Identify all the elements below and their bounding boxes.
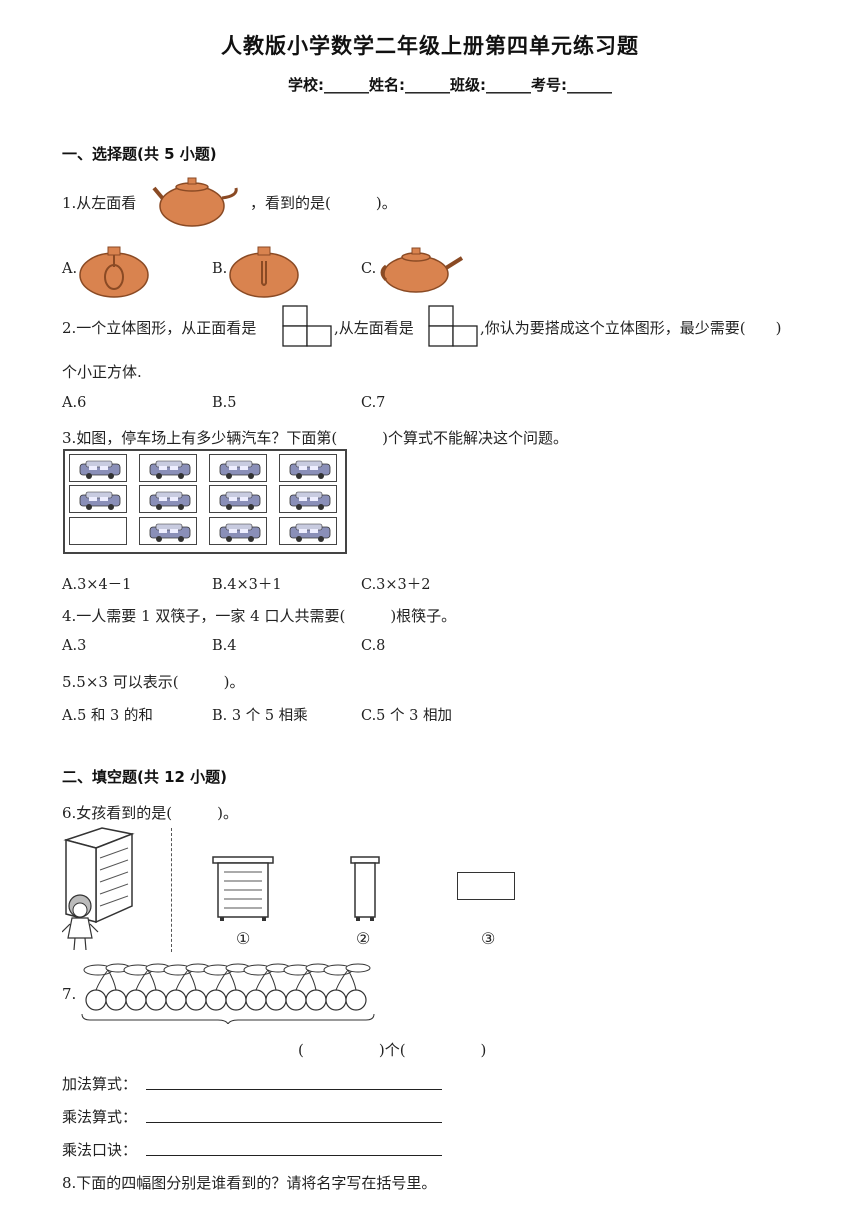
view-option-1-figure	[212, 856, 276, 926]
q5-option-a: A.5 和 3 的和	[62, 708, 153, 724]
car-icon	[218, 523, 262, 547]
car-icon	[218, 460, 262, 484]
question-2-part-d: 个小正方体.	[62, 363, 142, 381]
teapot-option-a-icon	[78, 243, 150, 303]
cherry-pair-icon	[123, 963, 171, 1011]
cherry-pair-icon	[163, 963, 211, 1011]
parking-space	[209, 485, 267, 513]
view-option-3-label: ③	[481, 929, 496, 948]
cherry-pair-icon	[83, 963, 131, 1011]
question-2-part-b: ,从左面看是	[334, 319, 414, 337]
parking-space	[279, 485, 337, 513]
question-6-text: 6.女孩看到的是( )。	[62, 804, 239, 822]
q1-option-b-label: B.	[212, 261, 228, 277]
q3-option-c: C.3×3＋2	[361, 577, 431, 593]
question-4-text: 4.一人需要 1 双筷子，一家 4 口人共需要( )根筷子。	[62, 607, 457, 625]
car-icon	[288, 491, 332, 515]
addition-answer-line[interactable]	[146, 1089, 442, 1090]
parking-space	[69, 454, 127, 482]
car-icon	[148, 491, 192, 515]
rhyme-label: 乘法口诀：	[62, 1141, 138, 1159]
car-icon	[78, 460, 122, 484]
section-fill-heading: 二、填空题(共 12 小题)	[62, 768, 228, 786]
section-choice-heading: 一、选择题(共 5 小题)	[62, 145, 217, 163]
q1-option-a-label: A.	[62, 261, 78, 277]
addition-label: 加法算式：	[62, 1075, 138, 1093]
parking-space	[139, 454, 197, 482]
q2-option-b: B.5	[212, 395, 237, 411]
multiplication-answer-line[interactable]	[146, 1122, 442, 1123]
parking-space	[209, 454, 267, 482]
parking-space	[209, 517, 267, 545]
car-icon	[148, 460, 192, 484]
view-option-2-figure	[350, 856, 380, 926]
view-option-3-figure	[457, 872, 515, 900]
q4-option-b: B.4	[212, 638, 237, 654]
parking-space	[279, 517, 337, 545]
view-option-1-label: ①	[236, 929, 251, 948]
car-icon	[288, 523, 332, 547]
parking-space	[139, 485, 197, 513]
question-7-blank: ( )个( )	[298, 1041, 487, 1059]
question-3-text: 3.如图，停车场上有多少辆汽车？下面第( )个算式不能解决这个问题。	[62, 429, 569, 447]
q1-option-c-label: C.	[361, 261, 377, 277]
cherry-pair-icon	[283, 963, 331, 1011]
cherry-pair-icon	[323, 963, 371, 1011]
q5-option-c: C.5 个 3 相加	[361, 708, 452, 724]
car-icon	[148, 523, 192, 547]
cherry-pair-icon	[203, 963, 251, 1011]
q4-option-a: A.3	[62, 638, 87, 654]
question-7-number: 7.	[62, 985, 77, 1003]
question-2-part-c: ,你认为要搭成这个立体图形，最少需要( )	[480, 319, 782, 337]
front-view-shape-icon	[282, 305, 332, 351]
q3-option-a: A.3×4－1	[62, 577, 132, 593]
parking-space	[69, 517, 127, 545]
student-info-line: 学校:______姓名:______班级:______考号:______	[288, 76, 612, 94]
multiplication-label: 乘法算式：	[62, 1108, 138, 1126]
car-icon	[288, 460, 332, 484]
q3-option-b: B.4×3＋1	[212, 577, 282, 593]
question-1-pre: 1.从左面看	[62, 194, 137, 212]
q2-option-a: A.6	[62, 395, 87, 411]
divider-dashed	[171, 828, 172, 952]
q2-option-c: C.7	[361, 395, 386, 411]
teapot-option-c-icon	[378, 244, 466, 300]
left-view-shape-icon	[428, 305, 478, 351]
parking-space	[139, 517, 197, 545]
rhyme-answer-line[interactable]	[146, 1155, 442, 1156]
car-icon	[78, 491, 122, 515]
car-icon	[218, 491, 262, 515]
question-2-part-a: 2.一个立体图形，从正面看是	[62, 319, 257, 337]
q4-option-c: C.8	[361, 638, 386, 654]
question-8-text: 8.下面的四幅图分别是谁看到的？请将名字写在括号里。	[62, 1174, 437, 1192]
question-1-post: ，看到的是( )。	[250, 194, 397, 212]
parking-space	[279, 454, 337, 482]
parking-space	[69, 485, 127, 513]
q5-option-b: B. 3 个 5 相乘	[212, 708, 308, 724]
page-title: 人教版小学数学二年级上册第四单元练习题	[221, 34, 639, 58]
parking-lot-grid	[63, 449, 347, 554]
cherries-illustration	[78, 960, 378, 1028]
cabinet-and-girl-illustration	[61, 826, 174, 958]
teapot-option-b-icon	[228, 243, 300, 303]
view-option-2-label: ②	[356, 929, 371, 948]
question-5-text: 5.5×3 可以表示( )。	[62, 673, 245, 691]
cherry-pair-icon	[243, 963, 291, 1011]
teapot-image	[148, 176, 244, 232]
